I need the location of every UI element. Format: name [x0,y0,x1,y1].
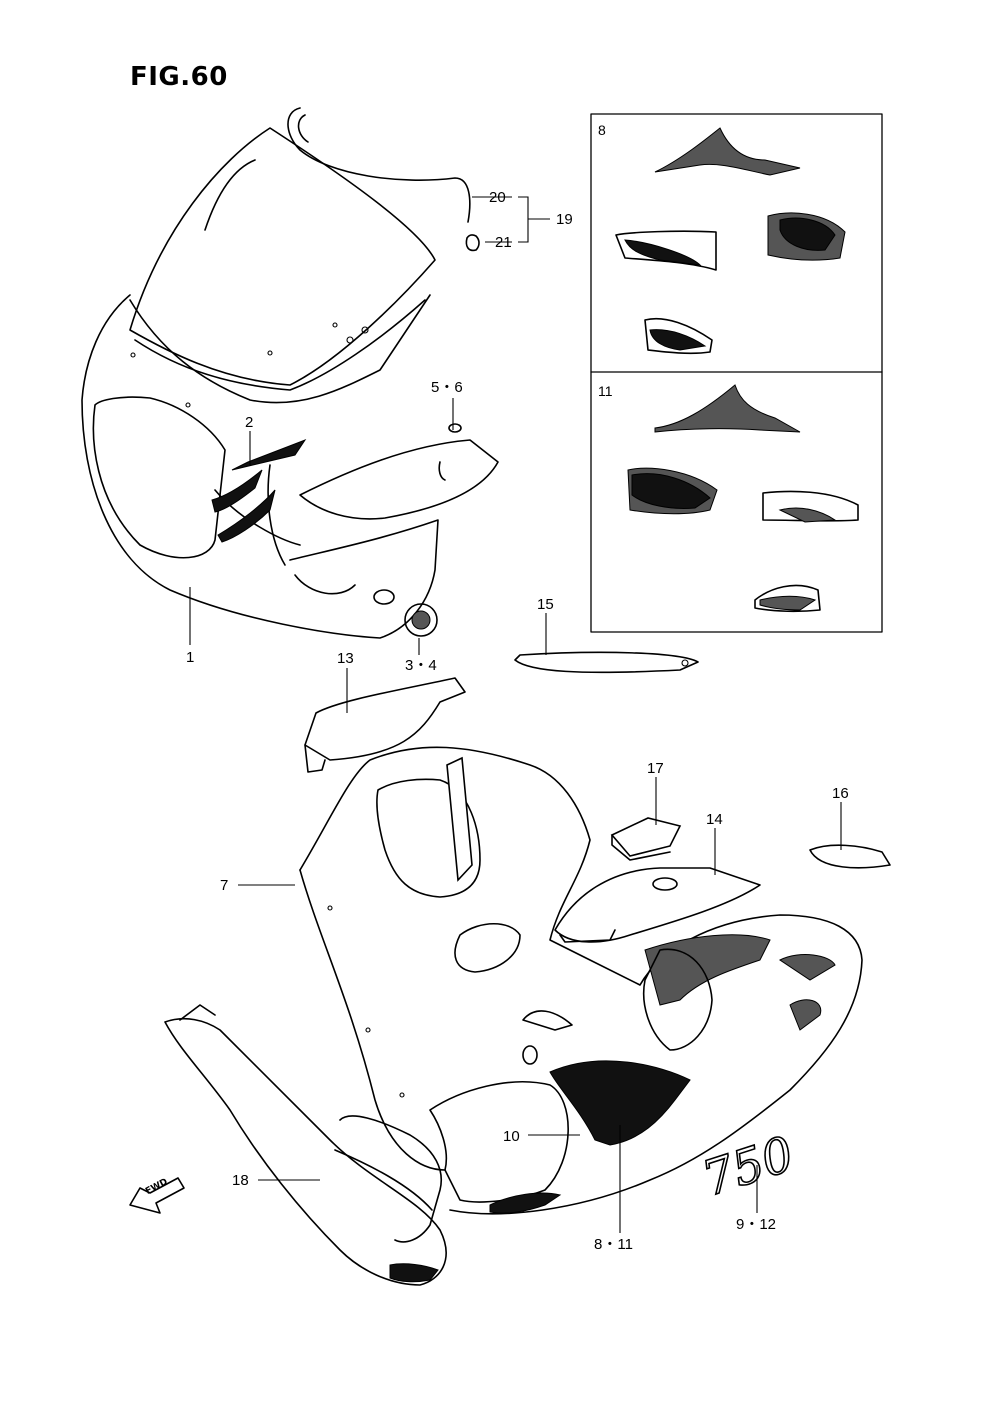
callout-9-12: 9・12 [736,1216,777,1233]
callout-7: 7 [220,877,229,894]
cover-part-13 [304,677,466,773]
callout-10: 10 [503,1128,520,1145]
model-decal: 750 [696,1126,800,1208]
callout-20: 20 [489,189,506,206]
upper-cowling-part [81,107,499,639]
callout-16: 16 [832,785,849,802]
callout-19: 19 [556,211,573,228]
callout-15: 15 [537,596,554,613]
rubber-cushion-part [404,603,438,637]
cover-part-16 [809,844,891,869]
forward-arrow-icon [129,1177,185,1214]
lower-cowling-part [164,1004,447,1286]
callout-8-11: 8・11 [594,1236,633,1253]
side-cowling-part [299,746,863,1215]
figure-title: FIG.60 [130,62,228,92]
screen-grommet-part [465,234,480,252]
callout-5-6: 5・6 [431,379,463,396]
callout-3-4: 3・4 [405,657,437,674]
callout-14: 14 [706,811,723,828]
inset-label-11: 11 [598,383,613,399]
callout-1: 1 [186,649,195,666]
callout-17: 17 [647,760,664,777]
decal-inset-box [590,113,883,633]
callout-18: 18 [232,1172,249,1189]
cover-part-15 [514,651,699,674]
callout-2: 2 [245,414,254,431]
inset-label-8: 8 [598,122,606,138]
pad-part-17 [610,817,682,861]
callout-13: 13 [337,650,354,667]
inner-panel-part-14 [554,867,761,943]
leader-lines [189,196,842,1233]
callout-21: 21 [495,234,512,251]
